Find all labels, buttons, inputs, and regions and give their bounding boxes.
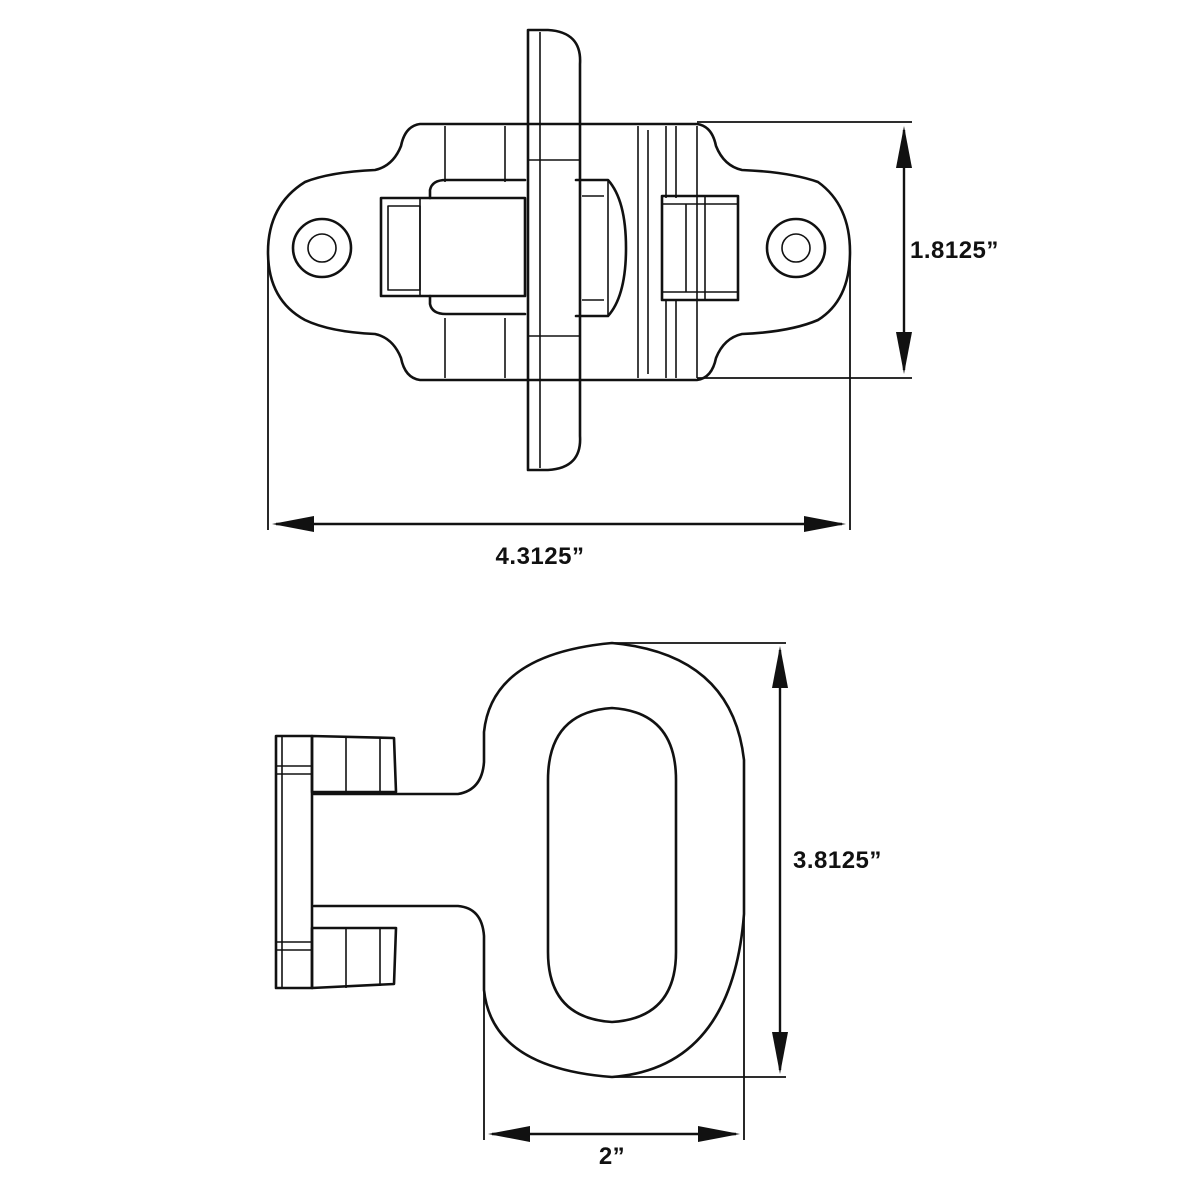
ring-outline	[312, 641, 746, 1079]
plate-detail-lines	[444, 126, 698, 378]
dim-arrow-left-2	[488, 1126, 530, 1142]
center-barrel	[574, 178, 628, 318]
dim-arrow-down-2	[772, 1032, 788, 1074]
left-hinge-block	[379, 178, 527, 316]
dim-arrow-right-2	[698, 1126, 740, 1142]
dim-label-side-height: 3.8125”	[793, 847, 882, 874]
side-view	[274, 641, 788, 1142]
dim-width-1	[267, 254, 851, 532]
right-latch-block	[660, 194, 740, 302]
mount-hole-right-inner	[781, 233, 811, 263]
dim-height-1	[697, 121, 912, 379]
dim-arrow-left	[272, 516, 314, 532]
dim-label-top-height: 1.8125”	[910, 237, 999, 264]
mount-hole-right-outer	[765, 217, 827, 279]
mount-hole-left-inner	[307, 233, 337, 263]
side-hinge-block	[274, 734, 398, 990]
dim-height-2	[612, 642, 788, 1078]
ring-edge-bar	[526, 28, 582, 472]
dim-arrow-up-2	[772, 646, 788, 688]
dim-arrow-up	[896, 126, 912, 168]
dim-label-side-width: 2”	[599, 1143, 625, 1170]
dim-width-2	[483, 914, 745, 1142]
top-view	[266, 28, 912, 532]
base-plate-outline	[266, 122, 852, 382]
dim-label-top-width: 4.3125”	[496, 543, 585, 570]
mount-hole-left-outer	[291, 217, 353, 279]
ring-slot	[546, 706, 678, 1024]
dim-arrow-down	[896, 332, 912, 374]
dim-arrow-right	[804, 516, 846, 532]
